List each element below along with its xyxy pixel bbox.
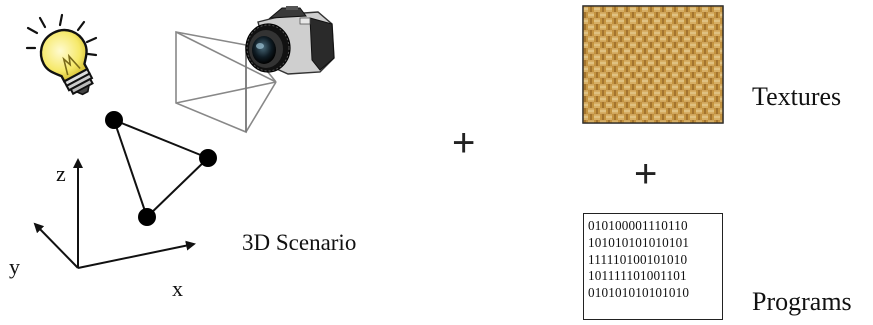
scenario-label: 3D Scenario [242,230,357,255]
axis-x-arrow [77,240,196,269]
axis-y-arrow [33,222,79,269]
triangle-mesh [105,111,217,226]
camera-icon [245,6,335,75]
axis-z-label: z [56,161,66,186]
light-bulb-icon [25,13,98,96]
axis-y-label: y [9,254,20,279]
program-code-box: 010100001110110 101010101010101 11111010… [583,213,723,320]
texture-swatch [582,5,724,124]
plus-sign-main: + [452,121,476,165]
programs-label: Programs [752,287,852,316]
axes [33,158,196,269]
textures-label: Textures [752,82,842,111]
code-line: 111110100101010 [588,251,688,267]
vertex-bottom [138,208,156,226]
code-line: 101111101001101 [588,268,687,284]
vertex-right [199,149,217,167]
axis-x-label: x [172,276,183,301]
code-line: 101010101010101 [588,234,690,250]
code-line: 010101010101010 [588,285,690,301]
vertex-top [105,111,123,129]
plus-sign-right: + [634,152,658,196]
code-line: 010100001110110 [588,218,688,233]
